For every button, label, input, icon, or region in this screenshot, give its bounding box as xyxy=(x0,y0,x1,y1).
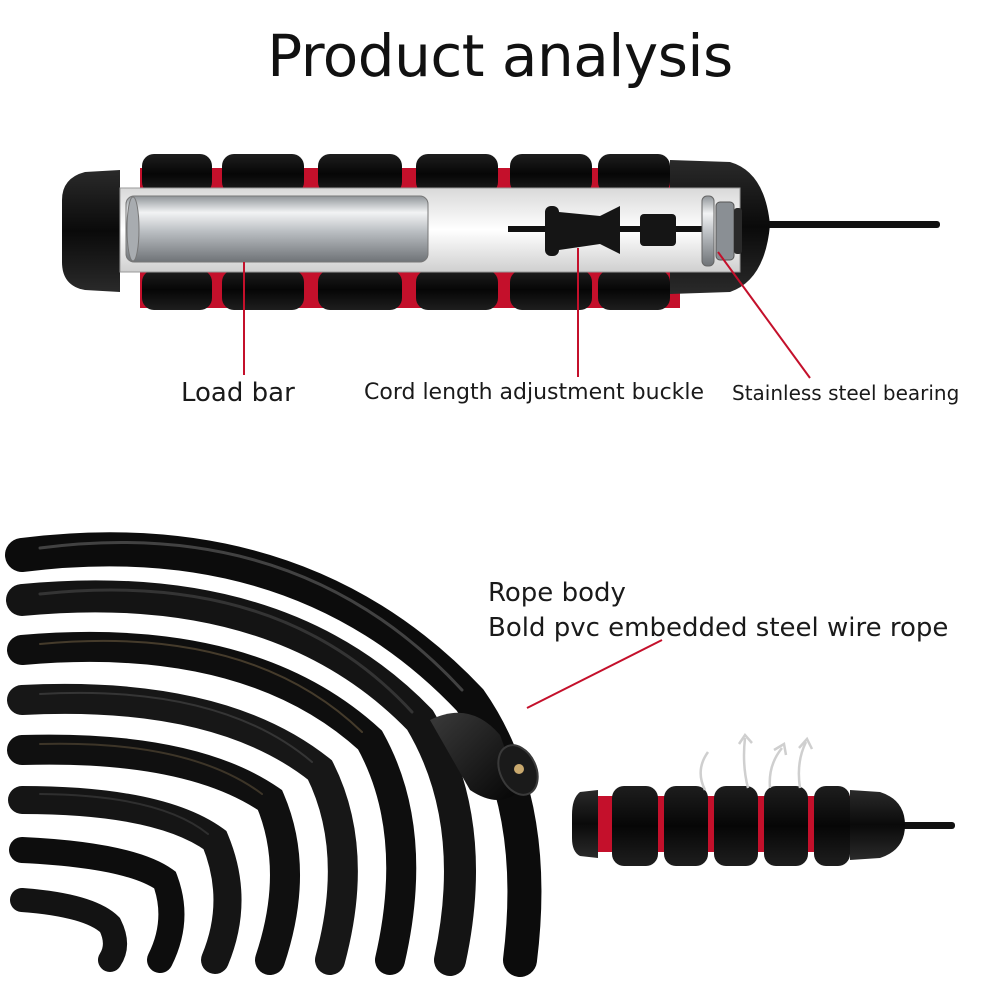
foam-rings-bottom xyxy=(142,270,670,310)
leader-line-rope xyxy=(526,639,663,709)
page-title: Product analysis xyxy=(267,22,733,90)
label-rope-body: Rope body xyxy=(488,578,626,608)
rope-coil xyxy=(5,532,542,977)
label-steel-bearing: Stainless steel bearing xyxy=(732,381,960,405)
handle-left-cap xyxy=(62,170,120,292)
label-cord-buckle: Cord length adjustment buckle xyxy=(364,380,705,405)
rope-cut-end xyxy=(430,712,539,800)
steel-bearing xyxy=(701,195,742,267)
breathable-arrows-icon xyxy=(699,732,814,791)
cord-end xyxy=(760,221,940,228)
handle-small xyxy=(572,732,955,866)
handle-cutaway xyxy=(62,154,940,310)
label-rope-description: Bold pvc embedded steel wire rope xyxy=(488,613,949,643)
leader-lines-top xyxy=(243,248,811,379)
foam-rings-top xyxy=(142,154,670,194)
load-bar xyxy=(125,195,429,263)
adjustment-buckle xyxy=(545,206,676,256)
label-load-bar: Load bar xyxy=(181,378,295,408)
